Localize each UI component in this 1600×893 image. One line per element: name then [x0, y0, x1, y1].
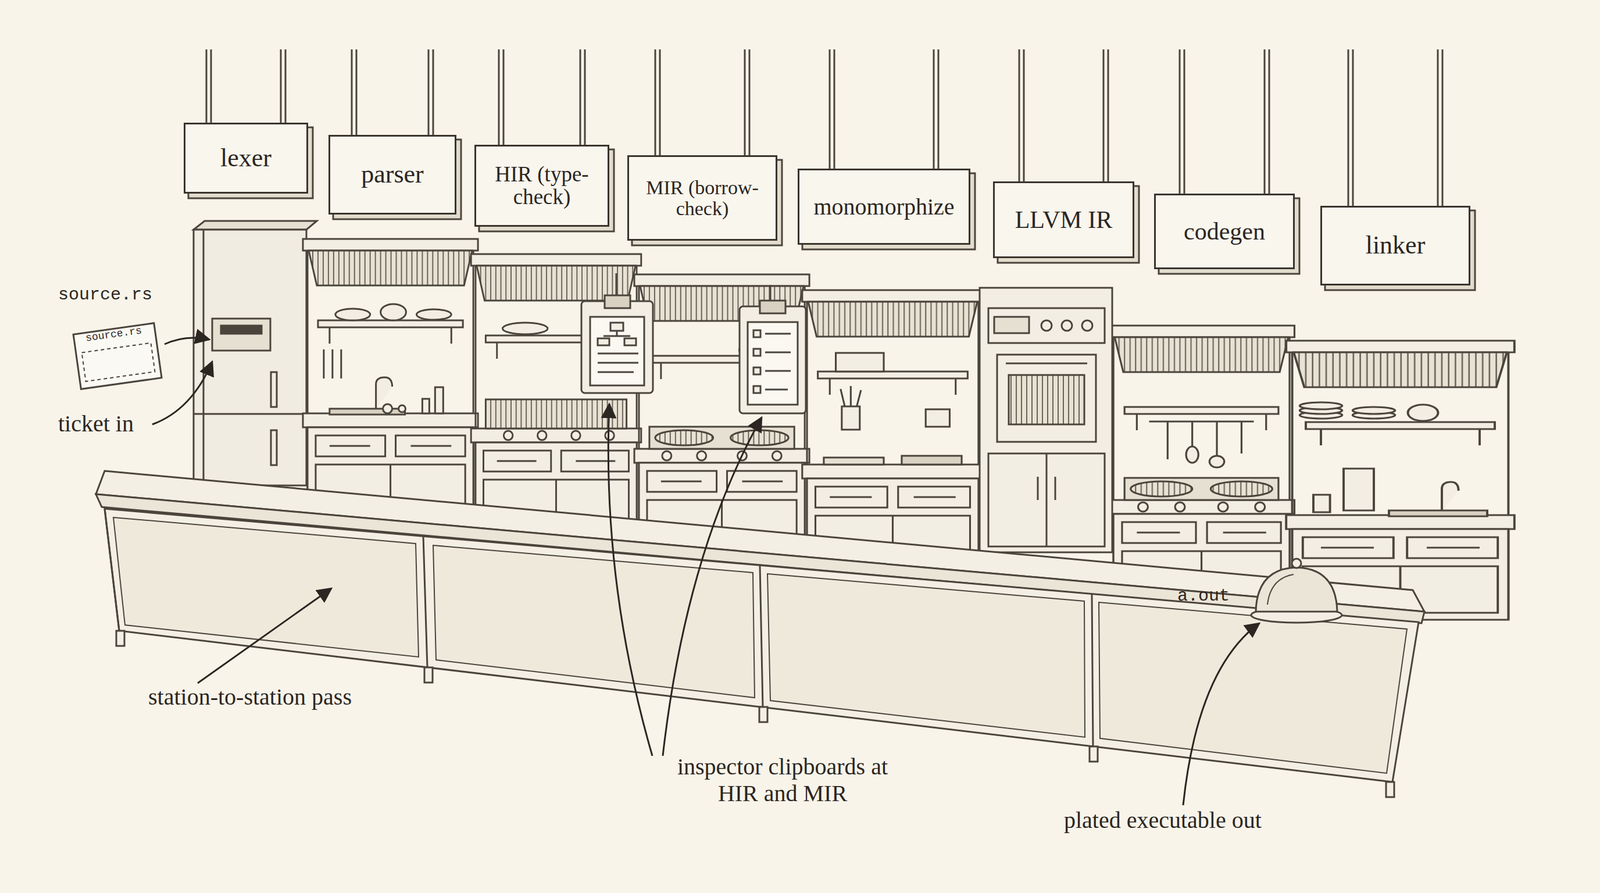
annotation-label: plated executable out — [1063, 806, 1332, 834]
station-sign: MIR (borrow-check) — [627, 155, 778, 241]
sign-text: codegen — [1183, 218, 1266, 245]
station-sign: linker — [1320, 205, 1471, 286]
sign-text: MIR (borrow-check) — [632, 177, 773, 219]
sign-text: linker — [1365, 231, 1426, 259]
annotation-label: inspector clipboards at HIR and MIR — [660, 753, 905, 807]
annotation-label: station-to-station pass — [148, 683, 428, 711]
station-sign: LLVM IR — [993, 181, 1135, 259]
annotation-label: source.rs — [58, 284, 192, 306]
sign-text: monomorphize — [813, 194, 955, 220]
station-sign: codegen — [1154, 193, 1295, 270]
station-sign: monomorphize — [797, 168, 971, 245]
annotation-label: ticket in — [58, 410, 187, 438]
station-sign: lexer — [183, 122, 309, 194]
annotation-label: a.out — [1177, 586, 1248, 607]
sign-text: HIR (type-check) — [479, 163, 605, 209]
station-sign: parser — [328, 134, 457, 215]
sign-text: parser — [361, 161, 424, 188]
sign-text: LLVM IR — [1015, 206, 1113, 233]
sign-text: lexer — [220, 144, 272, 172]
station-sign: HIR (type-check) — [474, 144, 610, 227]
